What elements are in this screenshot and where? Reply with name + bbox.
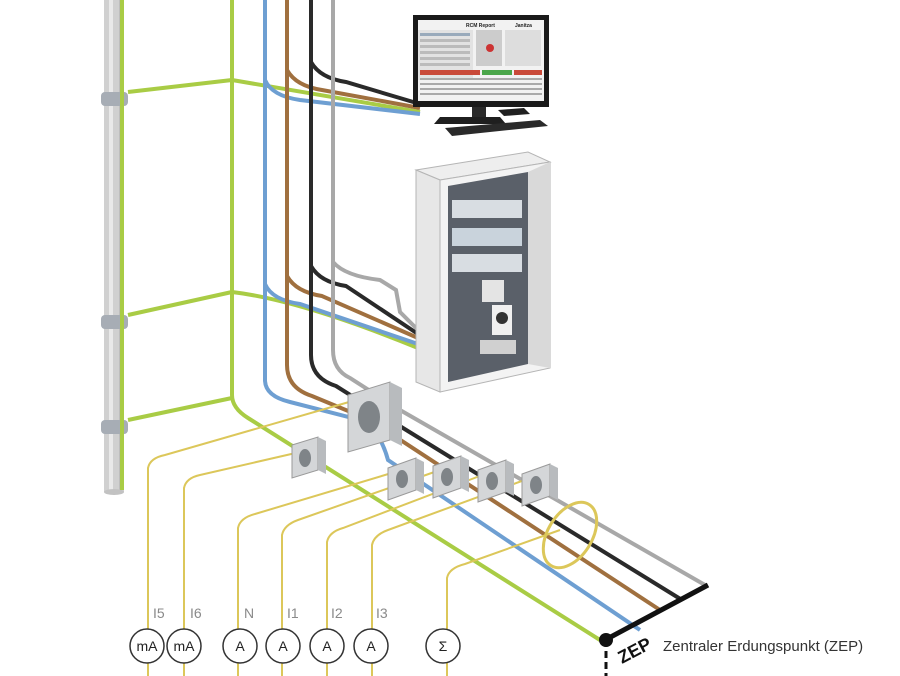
ct-i2 [477,459,514,503]
ct-n [387,457,424,501]
monitor-title: RCM Report [466,23,495,29]
monitor-brand: Janitza [515,23,532,29]
zep-busbar [599,582,710,676]
zep-tag: ZEP [614,633,654,667]
channel-labels: I5 I6 N I1 I2 I3 [153,605,388,621]
meter-i3-unit: A [366,638,376,654]
label-i3: I3 [376,605,388,621]
label-i5: I5 [153,605,165,621]
neutral-conductor [263,0,642,632]
measurement-wires [147,399,561,676]
meter-i5-unit: mA [137,638,159,654]
meter-i3: A [353,628,389,664]
meter-sum-symbol: Σ [439,638,448,654]
summation-ct-ring [541,500,599,570]
ct-i3 [521,463,558,507]
l1-conductor [285,0,662,612]
label-n: N [244,605,254,621]
control-cabinet [414,151,552,393]
meter-i6-unit: mA [174,638,196,654]
l3-conductor [331,0,706,587]
monitor-workstation: RCM Report Janitza [413,15,549,136]
meter-i2: A [309,628,345,664]
pe-conductors [120,0,602,642]
l2-conductor [309,0,684,602]
label-i2: I2 [331,605,343,621]
meter-i5: mA [129,628,165,664]
meter-n-unit: A [235,638,245,654]
meter-n: A [222,628,258,664]
meter-i1-unit: A [278,638,288,654]
meter-i2-unit: A [322,638,332,654]
ct-i1 [432,455,469,499]
ct-i6 [291,436,326,479]
zep-caption: Zentraler Erdungspunkt (ZEP) [663,638,863,655]
current-transformers [291,381,558,507]
meter-i6: mA [166,628,202,664]
ct-pe-large [347,381,402,453]
label-i1: I1 [287,605,299,621]
meter-sum: Σ [425,628,461,664]
meters: mA mA A A A A Σ [129,628,461,664]
label-i6: I6 [190,605,202,621]
meter-i1: A [265,628,301,664]
